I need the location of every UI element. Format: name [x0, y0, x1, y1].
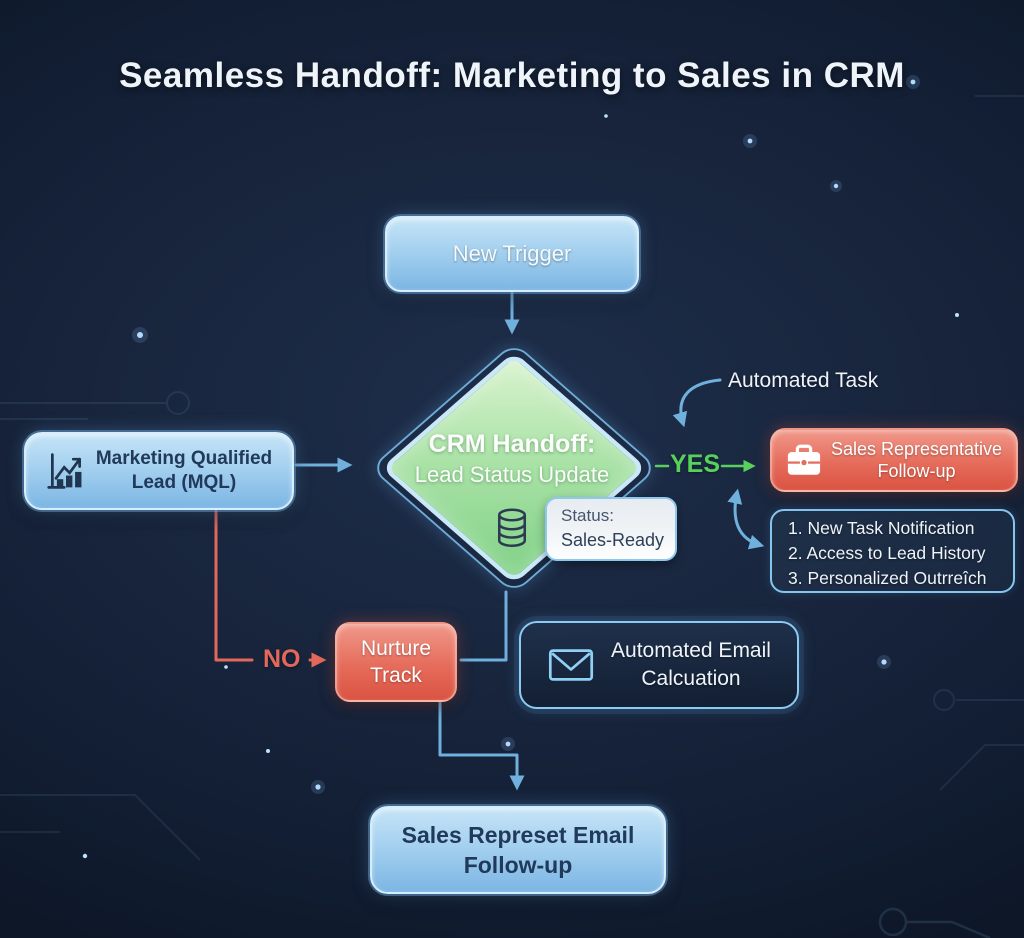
email-label: Automated Email Calcuation	[611, 639, 771, 690]
node-new-trigger: New Trigger	[385, 216, 639, 292]
status-callout: Status: Sales-Ready	[545, 497, 677, 561]
node-sales-email-followup: Sales Represet Email Follow-up	[370, 806, 666, 894]
sales-rep-label: Sales Representative Follow-up	[830, 439, 1003, 481]
automated-task-annotation: Automated Task	[728, 369, 879, 392]
sales-email-label: Sales Represet Email Follow-up	[401, 822, 635, 878]
node-automated-email: Automated Email Calcuation	[519, 621, 799, 709]
task-benefits-list: 1. New Task Notification 2. Access to Le…	[770, 509, 1015, 593]
decision-label: CRM Handoff: Lead Status Update	[414, 430, 610, 487]
database-icon	[497, 508, 527, 548]
bar-chart-icon	[47, 453, 82, 489]
new-trigger-label: New Trigger	[452, 241, 572, 266]
diagram-title: Seamless Handoff: Marketing to Sales in …	[119, 56, 905, 95]
list-item: 2. Access to Lead History	[788, 543, 986, 563]
mql-label: Marketing Qualified Lead (MQL)	[95, 448, 273, 493]
node-nurture-track: Nurture Track	[335, 622, 457, 702]
node-marketing-qualified-lead: Marketing Qualified Lead (MQL)	[24, 432, 294, 510]
yes-branch-label: YES	[670, 450, 721, 478]
list-item: 1. New Task Notification	[788, 518, 975, 538]
node-sales-rep-followup: Sales Representative Follow-up	[770, 428, 1018, 492]
status-label: Status:	[561, 506, 614, 525]
status-value: Sales-Ready	[561, 530, 665, 550]
nurture-label: Nurture Track	[360, 637, 432, 687]
envelope-icon	[548, 649, 594, 681]
list-item: 3. Personalized Outrreîch	[788, 568, 987, 588]
no-branch-label: NO	[263, 645, 301, 673]
briefcase-icon	[787, 444, 821, 475]
